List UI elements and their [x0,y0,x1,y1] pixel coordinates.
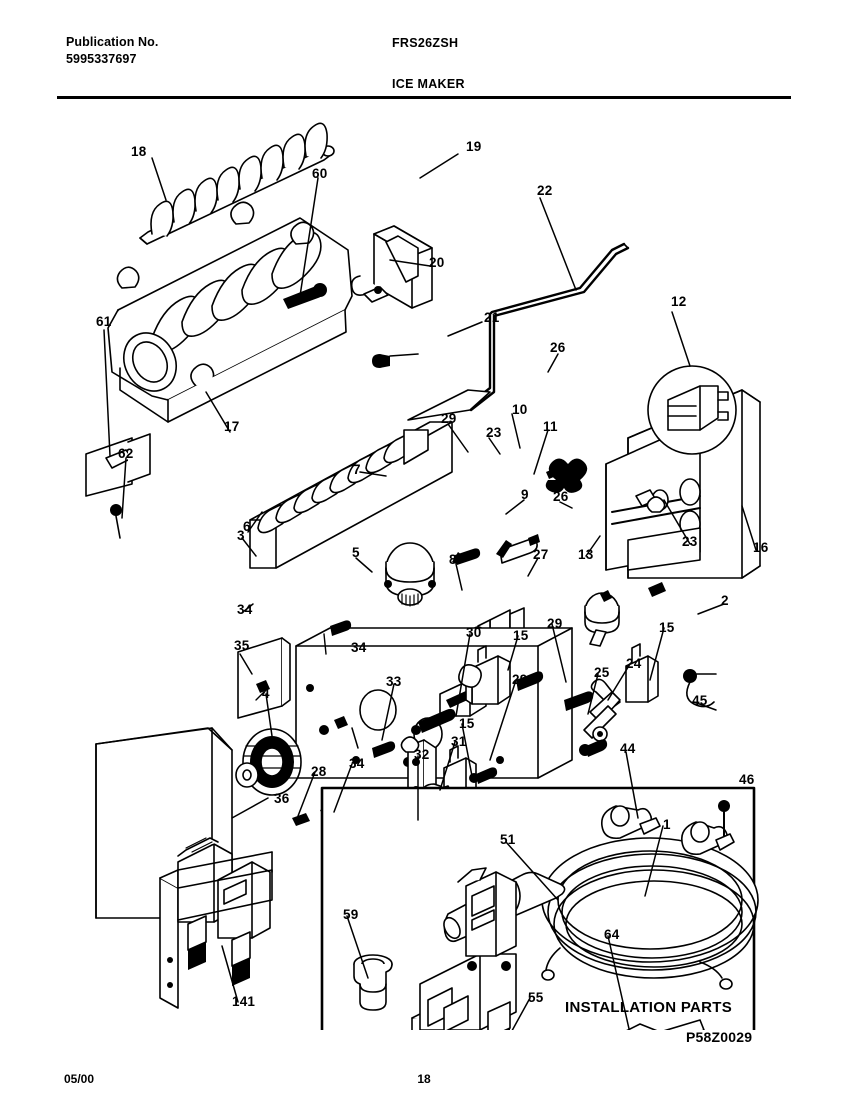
callout-59: 59 [343,907,359,922]
callout-15-a: 15 [513,628,529,643]
callout-5: 5 [352,545,360,560]
screw-29a [452,548,481,565]
callout-141: 141 [232,994,256,1009]
ejector-arm-assembly [139,122,335,245]
screw-45 [718,800,730,837]
callout-2: 2 [721,593,729,608]
callout-22: 22 [537,183,553,198]
callout-19: 19 [466,139,482,154]
callout-26-b: 26 [553,489,569,504]
callout-11: 11 [543,419,558,434]
drawing-code: P58Z0029 [686,1029,753,1045]
publication-block: Publication No. 5995337697 [66,34,158,67]
callout-44: 44 [620,741,636,756]
callout-24: 24 [626,656,642,671]
callout-34-c: 34 [349,756,365,771]
fasteners-group-a [496,458,588,564]
screw-25 [579,739,608,757]
callout-46: 46 [739,772,755,787]
callout-55: 55 [528,990,544,1005]
bushing-59 [353,954,393,1011]
callout-10: 10 [512,402,528,417]
clamp-44 [600,805,661,840]
fill-cup-19 [350,225,433,309]
ice-mold-body [107,201,353,423]
callout-15-b: 15 [659,620,675,635]
leader-lines [103,153,757,1030]
callout-7: 7 [353,462,361,477]
callout-20: 20 [429,255,445,270]
tubing-coil-1 [541,837,759,990]
callout-28: 28 [311,764,327,779]
clamp-46 [680,821,735,856]
callout-62: 62 [118,446,134,461]
callout-21: 21 [484,310,500,325]
header-divider [57,96,791,99]
callout-64: 64 [604,927,620,942]
installation-parts-title: INSTALLATION PARTS [565,999,733,1016]
wire-22 [407,242,630,421]
callout-17: 17 [224,419,240,434]
callout-31: 31 [451,734,467,749]
switch-15a [465,645,511,705]
callout-13: 13 [578,547,594,562]
wire-2 [683,669,717,708]
screw-62 [110,504,122,539]
callout-16: 16 [753,540,769,555]
callout-26-a: 26 [550,340,566,355]
callout-8: 8 [449,552,457,567]
water-valve-141 [159,837,273,1009]
page-number: 18 [417,1072,431,1086]
screw-60 [283,283,327,309]
stripper-comb-21 [249,421,453,569]
callout-29-b: 29 [547,616,563,631]
callout-1: 1 [663,817,671,832]
cam-13 [584,590,620,647]
screws-group-c [411,671,594,784]
callout-61: 61 [96,314,112,329]
callout-36: 36 [274,791,290,806]
lever-24 [583,678,621,742]
callout-45: 45 [692,693,708,708]
callout-23-b: 23 [682,534,698,549]
callout-30: 30 [466,625,482,640]
section-title: ICE MAKER [392,77,465,91]
washer-35 [235,762,259,788]
revision-date: 05/00 [64,1072,95,1086]
callout-27: 27 [533,547,549,562]
callout-4: 4 [262,686,270,701]
callout-12: 12 [671,294,687,309]
callout-15-c: 15 [459,716,475,731]
callout-18: 18 [131,144,147,159]
switch-15b [625,643,659,703]
screw-20 [372,353,419,368]
callout-23-a: 23 [486,425,502,440]
callout-25: 25 [594,665,610,680]
callout-29-c: 29 [512,672,528,687]
callout-9: 9 [521,487,529,502]
publication-label: Publication No. [66,35,159,49]
callout-32: 32 [414,747,430,762]
screws-6 [323,620,352,655]
module-housing-16 [605,365,761,597]
callout-33: 33 [386,674,402,689]
model-number: FRS26ZSH [392,36,459,50]
callout-3: 3 [237,528,245,543]
saddle-64 [626,1019,705,1030]
gasket-3 [237,637,291,719]
motor-7 [384,542,436,607]
publication-number: 5995337697 [66,51,137,66]
water-valve-55 [411,867,517,1030]
callout-35: 35 [234,638,250,653]
shim-61 [85,433,151,497]
callout-51: 51 [500,832,516,847]
callout-6-a: 6 [243,519,251,534]
callout-29-a: 29 [441,411,457,426]
callout-34-b: 34 [351,640,367,655]
callout-60: 60 [312,166,328,181]
callout-34-a: 34 [237,602,253,617]
exploded-view-drawing [0,100,848,1030]
